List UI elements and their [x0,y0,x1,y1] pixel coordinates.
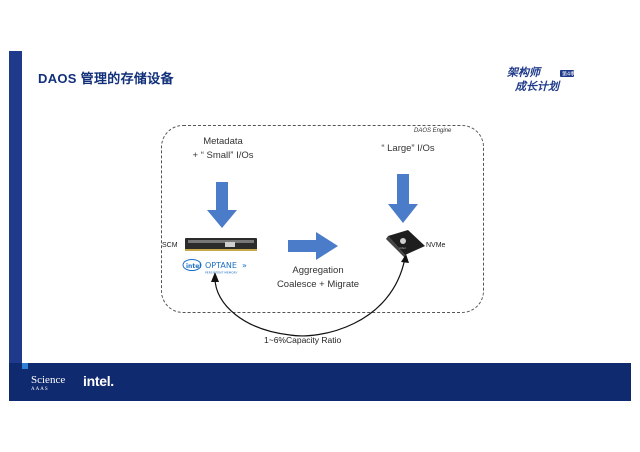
migrate-curve-arrow [214,257,406,337]
aggregation-label: Aggregation [292,265,344,276]
footer-accent-square [22,363,28,369]
migrate-curve-arrowhead-left [211,272,219,282]
optane-sub: PERSISTENT MEMORY [205,271,238,275]
nvme-down-arrow [388,174,418,223]
scm-label: SCM [162,242,178,249]
migrate-curve-arrowhead-right [401,254,409,263]
nvme-label: NVMe [426,242,446,249]
svg-text:intel: intel [399,246,406,250]
nvme-ssd-icon: intel [386,230,425,258]
logo-badge-bg [560,70,574,77]
daos-engine-boundary [161,125,484,313]
scm-memory-module-icon [185,238,257,251]
scm-down-arrow [207,182,237,228]
intel-optane-badge: intel OPTANE » PERSISTENT MEMORY [182,259,247,275]
intel-logo: intel. [83,373,114,389]
large-io-label: “ Large” I/Os [381,143,435,154]
architect-program-logo: 架构师 第4季 成长计划 [507,66,575,93]
slide-title: DAOS 管理的存储设备 [38,71,174,86]
left-accent-bar [9,51,22,363]
coalesce-migrate-label: Coalesce + Migrate [276,279,360,290]
logo-badge: 第4季 [562,71,575,78]
small-io-label: + “ Small” I/Os [192,150,254,161]
optane-brand: OPTANE [205,261,237,270]
footer-bar: Science AAAS intel. [9,363,631,401]
logo-line1: 架构师 [507,66,542,79]
science-logo: Science AAAS [31,375,65,395]
logo-line2: 成长计划 [514,80,561,93]
capacity-ratio-label: 1~6%Capacity Ratio [264,335,342,345]
slide-canvas [9,51,631,401]
svg-text:»: » [242,261,247,270]
science-logo-sub: AAAS [31,387,49,392]
science-logo-text: Science [31,374,66,386]
svg-text:intel: intel [186,263,201,270]
aggregation-right-arrow [288,232,338,260]
engine-label: DAOS Engine [414,128,452,134]
metadata-label: Metadata [203,136,243,147]
